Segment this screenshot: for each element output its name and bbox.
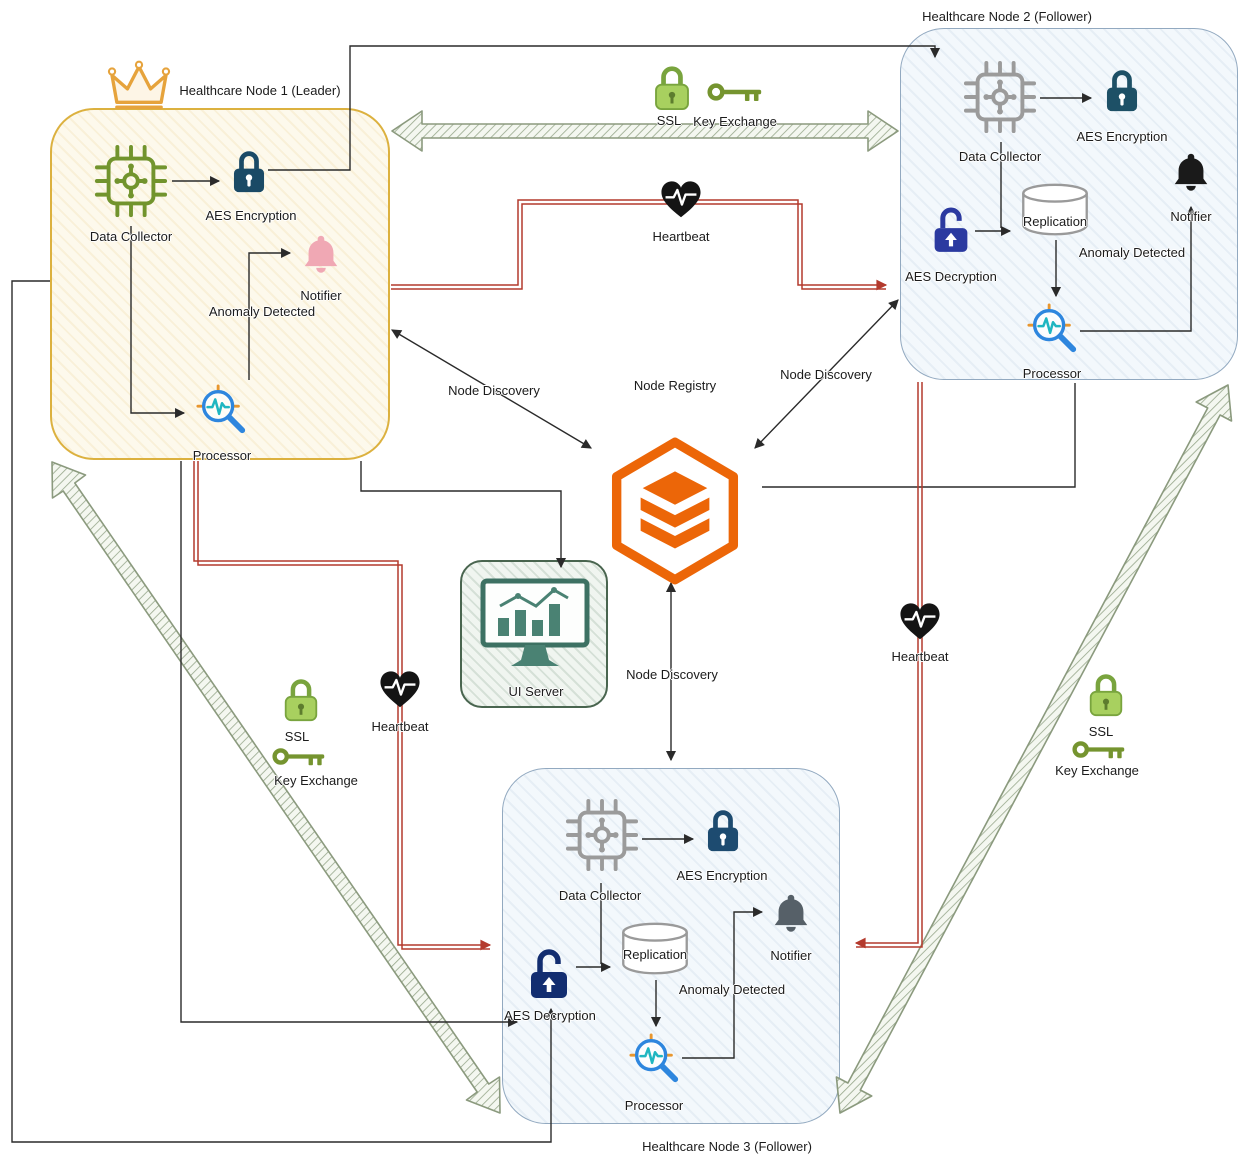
node3-aes-decryption-unlock-icon [527, 947, 571, 1001]
node-discovery-label-right: Node Discovery [780, 367, 872, 382]
node2-anomaly-detected-label: Anomaly Detected [1078, 245, 1186, 260]
node1-data-collector-chip-icon [94, 144, 168, 218]
leader-crown-icon [107, 60, 171, 112]
node2-aes-decryption-label: AES Decryption [905, 269, 997, 284]
ssl-label-top: SSL [656, 113, 682, 128]
node1-aes-encryption-label: AES Encryption [205, 208, 297, 223]
heartbeat-icon-left [378, 670, 422, 710]
key-exchange-label-right: Key Exchange [1055, 763, 1139, 778]
node3-notifier-label: Notifier [770, 948, 812, 963]
heartbeat-label-right: Heartbeat [891, 649, 949, 664]
node1-anomaly-detected-label: Anomaly Detected [208, 304, 316, 319]
node3-replication-label: Replication [622, 947, 688, 962]
node3-processor-label: Processor [624, 1098, 684, 1113]
ui-server-monitor-icon [478, 576, 592, 674]
node3-aes-encryption-label: AES Encryption [676, 868, 768, 883]
ssl-label-left: SSL [284, 729, 310, 744]
node3-data-collector-label: Data Collector [558, 888, 642, 903]
node1-notifier-label: Notifier [300, 288, 342, 303]
node3-title: Healthcare Node 3 (Follower) [642, 1139, 812, 1154]
ui-server-label: UI Server [508, 684, 564, 699]
node2-replication-database-icon [1019, 182, 1091, 238]
key-exchange-key-icon-left [272, 744, 326, 769]
heartbeat-icon-right [898, 602, 942, 642]
heartbeat-icon-top [659, 180, 703, 220]
node2-processor-magnifier-icon [1026, 302, 1080, 356]
node2-title: Healthcare Node 2 (Follower) [922, 9, 1092, 24]
node2-replication-label: Replication [1022, 214, 1088, 229]
node2-data-collector-label: Data Collector [958, 149, 1042, 164]
node-registry-label: Node Registry [633, 378, 717, 393]
node-discovery-label-bottom: Node Discovery [626, 667, 718, 682]
heartbeat-label-top: Heartbeat [652, 229, 710, 244]
node1-processor-label: Processor [192, 448, 252, 463]
node2-processor-label: Processor [1022, 366, 1082, 381]
ssl-padlock-icon-top [653, 64, 691, 111]
node2-notifier-label: Notifier [1170, 209, 1212, 224]
node1-title: Healthcare Node 1 (Leader) [179, 83, 341, 98]
ssl-padlock-icon-left [283, 677, 319, 722]
node3-aes-encryption-lock-icon [704, 807, 742, 854]
node2-aes-encryption-lock-icon [1103, 67, 1141, 114]
node1-data-collector-label: Data Collector [89, 229, 173, 244]
ssl-padlock-icon-right [1088, 672, 1124, 717]
node2-aes-decryption-unlock-icon [931, 205, 971, 255]
node2-aes-encryption-label: AES Encryption [1076, 129, 1168, 144]
node3-aes-decryption-label: AES Decryption [504, 1008, 596, 1023]
key-exchange-key-icon-right [1072, 737, 1126, 762]
node3-processor-magnifier-icon [628, 1032, 682, 1086]
node2-data-collector-chip-icon [963, 60, 1037, 134]
node3-data-collector-chip-icon [565, 798, 639, 872]
key-exchange-label-top: Key Exchange [693, 114, 777, 129]
key-exchange-label-left: Key Exchange [274, 773, 358, 788]
key-exchange-key-icon-top [707, 79, 763, 105]
node2-notifier-bell-icon [1171, 151, 1211, 195]
node3-anomaly-detected-label: Anomaly Detected [678, 982, 786, 997]
node-registry-icon [601, 436, 749, 586]
node1-processor-magnifier-icon [195, 383, 249, 437]
node3-notifier-bell-icon [771, 892, 811, 936]
node1-notifier-bell-icon [301, 233, 341, 277]
node-discovery-label-left: Node Discovery [448, 383, 540, 398]
ssl-label-right: SSL [1088, 724, 1114, 739]
node1-aes-encryption-lock-icon [230, 148, 268, 195]
heartbeat-label-left: Heartbeat [371, 719, 429, 734]
